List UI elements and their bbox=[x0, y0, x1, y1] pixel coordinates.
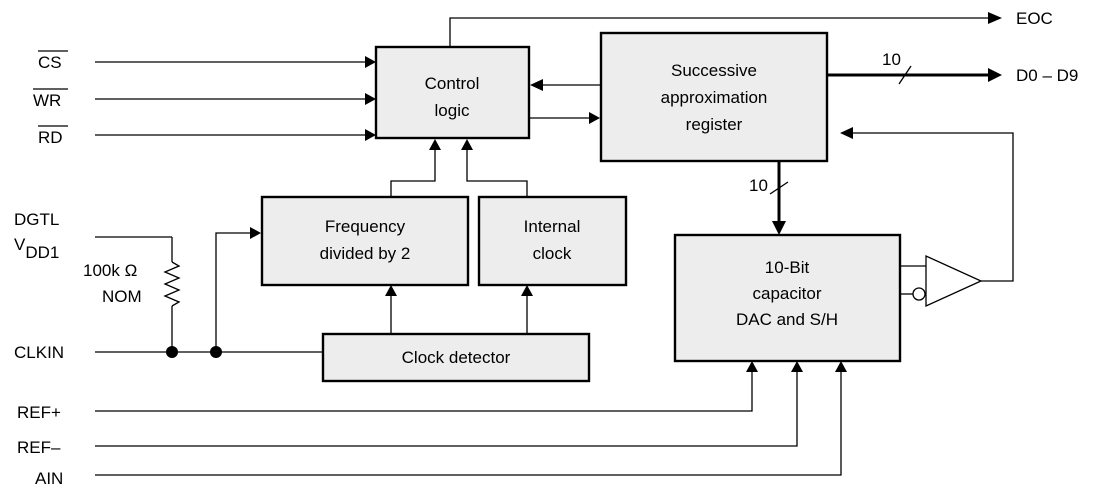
freqdiv-arrow bbox=[385, 285, 397, 296]
resistor-nom-label: NOM bbox=[102, 287, 142, 306]
ref-plus-arrow bbox=[746, 361, 758, 372]
control-logic-text-2: logic bbox=[435, 101, 470, 120]
cs-input: CS bbox=[38, 50, 376, 72]
cs-arrow bbox=[365, 56, 376, 68]
sar-text-2: approximation bbox=[661, 88, 768, 107]
intclock-arrow bbox=[521, 285, 533, 296]
rd-arrow bbox=[365, 129, 376, 141]
intclock-to-control-wire bbox=[466, 150, 528, 197]
ain-arrow bbox=[835, 361, 847, 372]
internal-clock-box bbox=[477, 195, 628, 287]
vdd1-input: DGTL VDD1 100k Ω NOM bbox=[14, 210, 181, 352]
dgtl-label: DGTL bbox=[14, 210, 59, 229]
sar-input-arrow bbox=[589, 112, 600, 124]
ref-plus-input: REF+ bbox=[17, 361, 758, 422]
comparator-feedback-wire bbox=[853, 132, 1014, 282]
freq-div-text-1: Frequency bbox=[325, 217, 406, 236]
clkin-input: CLKIN bbox=[14, 227, 323, 362]
dac-text-3: DAC and S/H bbox=[736, 310, 838, 329]
eoc-label: EOC bbox=[1016, 9, 1053, 28]
junction-dot bbox=[166, 346, 178, 358]
vdd-main: V bbox=[14, 235, 26, 254]
control-logic-box bbox=[374, 45, 531, 140]
vdd-subscript: DD1 bbox=[25, 243, 59, 262]
clkin-to-freqdiv-wire bbox=[215, 232, 250, 352]
control-input-arrow bbox=[429, 139, 441, 150]
cs-label: CS bbox=[38, 53, 62, 72]
eoc-wire bbox=[449, 17, 988, 47]
ref-minus-label: REF– bbox=[17, 438, 61, 457]
data-out-label: D0 – D9 bbox=[1016, 66, 1078, 85]
sar-box bbox=[599, 31, 829, 163]
ref-plus-label: REF+ bbox=[17, 403, 61, 422]
clock-detector-text: Clock detector bbox=[402, 348, 511, 367]
internal-clock-text-1: Internal bbox=[524, 217, 581, 236]
sar-text-1: Successive bbox=[671, 61, 757, 80]
rd-input: RD bbox=[38, 125, 376, 147]
ref-plus-wire bbox=[95, 372, 753, 412]
ain-input: AIN bbox=[35, 361, 847, 486]
freq-div-text-2: divided by 2 bbox=[320, 244, 411, 263]
bus-slash bbox=[898, 65, 912, 85]
clock-detector-block: Clock detector bbox=[321, 332, 591, 383]
wr-arrow bbox=[365, 93, 376, 105]
bus-slash bbox=[769, 181, 789, 195]
dac-box bbox=[673, 233, 902, 363]
data-bus-arrow bbox=[988, 68, 1002, 82]
freqdiv-input-arrow bbox=[250, 227, 261, 239]
freqdiv-to-control-wire bbox=[390, 150, 436, 197]
dac-text-1: 10-Bit bbox=[765, 258, 810, 277]
control-feedback-arrow bbox=[530, 79, 543, 91]
clkin-label: CLKIN bbox=[14, 343, 64, 362]
dac-block: 10-Bit capacitor DAC and S/H bbox=[673, 233, 902, 363]
dac-text-2: capacitor bbox=[753, 284, 822, 303]
sar-dac-bus-width: 10 bbox=[749, 176, 768, 195]
comparator-icon bbox=[925, 254, 983, 308]
ain-label: AIN bbox=[35, 469, 63, 486]
internal-clock-block: Internal clock bbox=[477, 195, 628, 287]
resistor-icon bbox=[163, 261, 181, 307]
comparator bbox=[840, 127, 1014, 308]
inverter-bubble-icon bbox=[912, 287, 926, 301]
ain-wire bbox=[95, 372, 842, 476]
control-logic-text-1: Control bbox=[425, 74, 480, 93]
resistor-value-label: 100k Ω bbox=[83, 261, 137, 280]
control-input-arrow bbox=[461, 139, 473, 150]
ref-minus-wire bbox=[95, 372, 798, 447]
eoc-arrow bbox=[988, 12, 1002, 24]
sar-text-3: register bbox=[686, 115, 743, 134]
frequency-divider-block: Frequency divided by 2 bbox=[260, 195, 470, 287]
frequency-divider-box bbox=[260, 195, 470, 287]
sar-block: Successive approximation register bbox=[599, 31, 829, 163]
internal-clock-text-2: clock bbox=[533, 244, 572, 263]
data-bus-width: 10 bbox=[882, 50, 901, 69]
clock-detector-box bbox=[321, 332, 591, 383]
sar-feedback-arrow bbox=[840, 127, 853, 139]
wr-label: WR bbox=[33, 91, 61, 110]
vdd-label: VDD1 bbox=[14, 235, 59, 262]
sar-to-dac-arrow bbox=[772, 221, 786, 235]
wr-input: WR bbox=[33, 88, 376, 110]
ref-minus-arrow bbox=[791, 361, 803, 372]
ref-minus-input: REF– bbox=[17, 361, 803, 457]
rd-label: RD bbox=[38, 128, 63, 147]
control-logic-block: Control logic bbox=[374, 45, 531, 140]
